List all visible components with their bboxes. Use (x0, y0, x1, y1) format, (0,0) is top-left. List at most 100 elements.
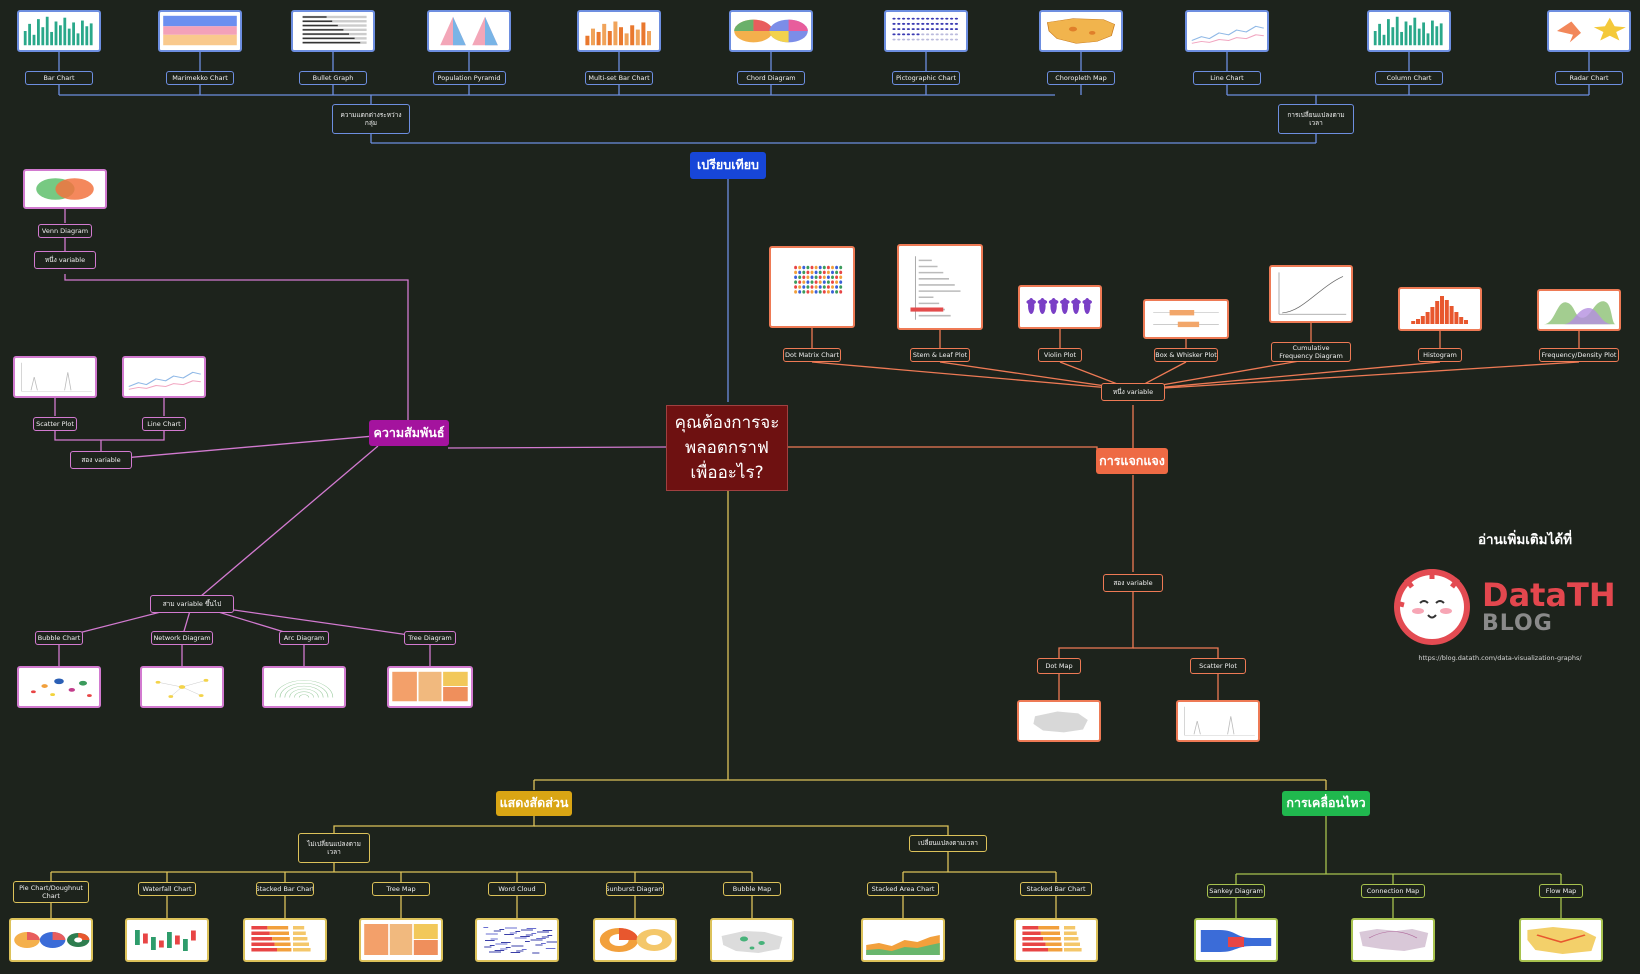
distribution-one-variable[interactable]: หนึ่ง variable (1101, 383, 1165, 401)
distribution-chart-label[interactable]: Frequency/Density Plot (1539, 348, 1619, 362)
compare-chart-label[interactable]: Pictographic Chart (892, 71, 960, 85)
compare-population-pyramid-thumbnail[interactable] (427, 10, 511, 52)
compare-marimekko-chart-thumbnail[interactable] (158, 10, 242, 52)
compare-multiset-bar-chart-thumbnail[interactable] (577, 10, 661, 52)
composition-tree-map-thumbnail[interactable] (359, 918, 443, 962)
distribution-chart-label[interactable]: Dot Map (1037, 658, 1081, 674)
composition-chart-label[interactable]: Stacked Bar Chart (256, 882, 314, 896)
blog-url-link[interactable]: https://blog.datath.com/data-visualizati… (1418, 654, 1582, 662)
distribution-chart-label[interactable]: Stem & Leaf Plot (910, 348, 970, 362)
relation-arc-diagram-thumbnail[interactable] (262, 666, 346, 708)
cumulative-frequency-icon (1278, 272, 1347, 315)
compare-chart-label[interactable]: Line Chart (1193, 71, 1261, 85)
composition-chart-label[interactable]: Stacked Area Chart (867, 882, 939, 896)
composition-waterfall-chart-thumbnail[interactable] (125, 918, 209, 962)
composition-pie-chart-thumbnail[interactable] (9, 918, 93, 962)
compare-group-time[interactable]: การเปลี่ยนแปลงตามเวลา (1278, 104, 1354, 134)
distribution-cumulative-frequency-thumbnail[interactable] (1269, 265, 1353, 323)
distribution-two-variables[interactable]: สอง variable (1103, 574, 1163, 592)
compare-chart-label[interactable]: Bar Chart (25, 71, 93, 85)
relation-chart-label[interactable]: Scatter Plot (33, 417, 77, 431)
relation-tree-diagram-thumbnail[interactable] (387, 666, 473, 708)
category-composition[interactable]: แสดงสัดส่วน (496, 790, 572, 816)
relation-line-chart-thumbnail[interactable] (122, 356, 206, 398)
relation-bubble-chart-thumbnail[interactable] (17, 666, 101, 708)
distribution-scatter-plot-thumbnail[interactable] (1176, 700, 1260, 742)
movement-connection-map-thumbnail[interactable] (1351, 918, 1435, 962)
relation-venn-diagram-thumbnail[interactable] (23, 169, 107, 209)
composition-chart-label[interactable]: Tree Map (372, 882, 430, 896)
category-movement[interactable]: การเคลื่อนไหว (1282, 790, 1370, 816)
composition-chart-label[interactable]: Waterfall Chart (138, 882, 196, 896)
distribution-violin-plot-thumbnail[interactable] (1018, 285, 1102, 329)
compare-radar-chart-thumbnail[interactable] (1547, 10, 1631, 52)
composition-word-cloud-thumbnail[interactable] (475, 918, 559, 962)
category-distribution[interactable]: การแจกแจง (1096, 448, 1168, 474)
relation-network-diagram-thumbnail[interactable] (140, 666, 224, 708)
compare-chart-label[interactable]: Population Pyramid (432, 71, 506, 85)
relation-two-variables[interactable]: สอง variable (70, 451, 132, 469)
bar-chart-icon (23, 16, 93, 46)
compare-line-chart-thumbnail[interactable] (1185, 10, 1269, 52)
compare-choropleth-map-thumbnail[interactable] (1039, 10, 1123, 52)
composition-bubble-map-thumbnail[interactable] (710, 918, 794, 962)
relation-chart-label[interactable]: Network Diagram (151, 631, 213, 645)
compare-chart-label[interactable]: Radar Chart (1555, 71, 1623, 85)
distribution-histogram-thumbnail[interactable] (1398, 287, 1482, 331)
distribution-density-plot-thumbnail[interactable] (1537, 289, 1621, 331)
compare-chart-label[interactable]: Bullet Graph (299, 71, 367, 85)
compare-chart-label[interactable]: Column Chart (1375, 71, 1443, 85)
relation-scatter-plot-thumbnail[interactable] (13, 356, 97, 398)
movement-chart-label[interactable]: Flow Map (1539, 884, 1583, 898)
movement-flow-map-thumbnail[interactable] (1519, 918, 1603, 962)
relation-chart-label[interactable]: Line Chart (142, 417, 186, 431)
compare-chart-label[interactable]: Choropleth Map (1047, 71, 1115, 85)
compare-group-between[interactable]: ความแตกต่างระหว่างกลุ่ม (332, 104, 410, 134)
composition-chart-label[interactable]: Sunburst Diagram (606, 882, 664, 896)
relation-one-variable[interactable]: หนึ่ง variable (34, 251, 96, 269)
compare-chart-label[interactable]: Chord Diagram (737, 71, 805, 85)
distribution-chart-label[interactable]: Dot Matrix Chart (783, 348, 841, 362)
datath-logo[interactable] (1390, 565, 1610, 650)
composition-chart-label[interactable]: Stacked Bar Chart (1020, 882, 1092, 896)
composition-over-time[interactable]: เปลี่ยนแปลงตามเวลา (909, 834, 987, 852)
compare-bar-chart-thumbnail[interactable] (17, 10, 101, 52)
category-compare[interactable]: เปรียบเทียบ (690, 151, 766, 179)
distribution-stem-leaf-plot-thumbnail[interactable] (897, 244, 983, 330)
central-question-line-1: คุณต้องการจะ (674, 412, 780, 433)
movement-chart-label[interactable]: Connection Map (1361, 884, 1425, 898)
distribution-chart-label[interactable]: Scatter Plot (1190, 658, 1246, 674)
composition-chart-label[interactable]: Word Cloud (488, 882, 546, 896)
relation-chart-label[interactable]: Arc Diagram (279, 631, 329, 645)
composition-stacked-bar-chart-thumbnail[interactable] (1014, 918, 1098, 962)
distribution-dot-matrix-chart-thumbnail[interactable] (769, 246, 855, 328)
distribution-chart-label[interactable]: Violin Plot (1038, 348, 1082, 362)
composition-static[interactable]: ไม่เปลี่ยนแปลงตามเวลา (298, 833, 370, 863)
distribution-dot-map-thumbnail[interactable] (1017, 700, 1101, 742)
compare-pictographic-chart-thumbnail[interactable] (884, 10, 968, 52)
movement-chart-label[interactable]: Sankey Diagram (1207, 884, 1265, 898)
category-relation[interactable]: ความสัมพันธ์ (369, 420, 449, 446)
distribution-chart-label[interactable]: Cumulative Frequency Diagram (1271, 342, 1351, 362)
compare-chart-label[interactable]: Multi-set Bar Chart (585, 71, 653, 85)
central-question-node[interactable]: คุณต้องการจะ พลอตกราฟ เพื่ออะไร? (666, 405, 788, 491)
movement-sankey-diagram-thumbnail[interactable] (1194, 918, 1278, 962)
relation-chart-label[interactable]: Tree Diagram (404, 631, 456, 645)
compare-column-chart-thumbnail[interactable] (1367, 10, 1451, 52)
composition-stacked-area-chart-thumbnail[interactable] (861, 918, 945, 962)
composition-sunburst-diagram-thumbnail[interactable] (593, 918, 677, 962)
composition-chart-label[interactable]: Pie Chart/Doughnut Chart (13, 881, 89, 903)
composition-chart-label[interactable]: Bubble Map (723, 882, 781, 896)
line-chart-icon (128, 371, 202, 390)
composition-stacked-bar-chart-thumbnail[interactable] (243, 918, 327, 962)
distribution-box-whisker-plot-thumbnail[interactable] (1143, 299, 1229, 339)
relation-chart-label[interactable]: Venn Diagram (38, 224, 92, 238)
distribution-chart-label[interactable]: Histogram (1418, 348, 1462, 362)
distribution-chart-label[interactable]: Box & Whisker Plot (1154, 348, 1218, 362)
compare-chord-diagram-thumbnail[interactable] (729, 10, 813, 52)
relation-chart-label[interactable]: Bubble Chart (35, 631, 83, 645)
density-plot-icon (1543, 301, 1616, 325)
compare-bullet-graph-thumbnail[interactable] (291, 10, 375, 52)
compare-chart-label[interactable]: Marimekko Chart (166, 71, 234, 85)
relation-three-plus[interactable]: สาม variable ขึ้นไป (150, 595, 234, 613)
